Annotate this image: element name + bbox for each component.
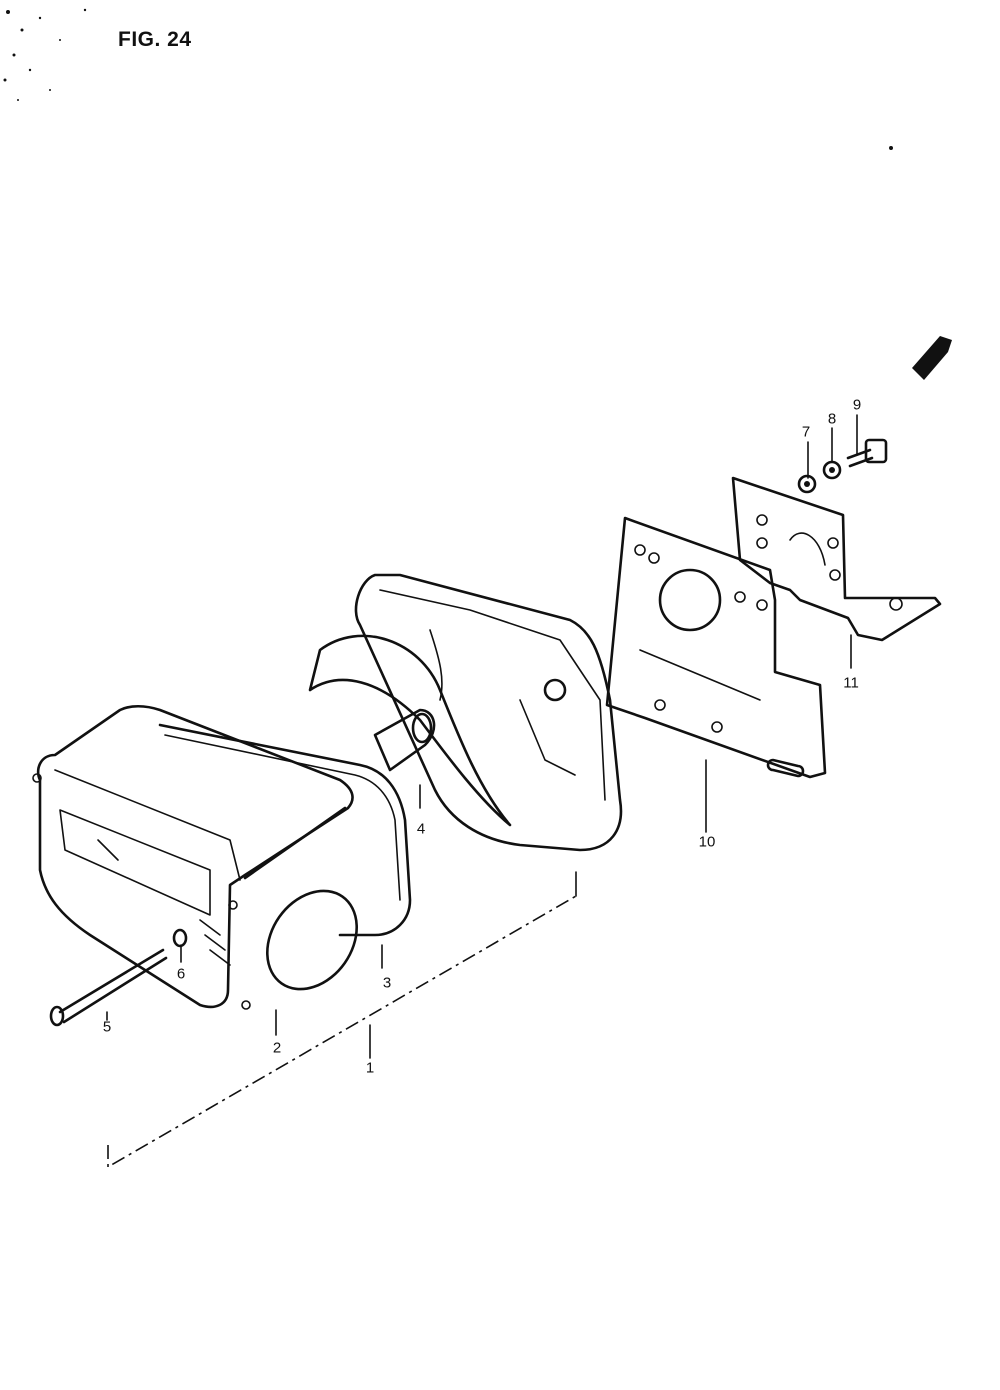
part-5-screw <box>49 948 168 1027</box>
part-10-plate <box>605 516 827 779</box>
callout-4: 4 <box>416 820 426 838</box>
assembly-bracket-part-1 <box>107 871 577 1169</box>
part-9-bolt <box>846 438 888 468</box>
callout-11: 11 <box>843 674 859 692</box>
part-11-bracket <box>731 476 942 642</box>
reflector <box>308 634 512 827</box>
callout-6: 6 <box>176 965 186 983</box>
part-7-washer <box>797 474 817 494</box>
part-8-lock-washer <box>822 460 842 480</box>
callout-1: 1 <box>365 1059 375 1077</box>
part-2-lens <box>32 704 358 1010</box>
callout-8: 8 <box>827 410 837 428</box>
callout-7: 7 <box>801 423 811 441</box>
part-3-gasket <box>158 723 412 937</box>
callout-5: 5 <box>102 1018 112 1036</box>
callout-10: 10 <box>698 833 716 851</box>
callout-9: 9 <box>852 396 862 414</box>
lamp-base-housing <box>354 573 623 852</box>
leader-lines <box>106 414 858 1059</box>
part-4-bulb <box>373 708 436 772</box>
part-6-grommet <box>172 928 188 948</box>
scan-noise <box>3 8 893 150</box>
callout-2: 2 <box>272 1039 282 1057</box>
callout-3: 3 <box>382 974 392 992</box>
direction-arrow-icon <box>912 336 952 380</box>
figure-title: FIG. 24 <box>118 28 192 51</box>
